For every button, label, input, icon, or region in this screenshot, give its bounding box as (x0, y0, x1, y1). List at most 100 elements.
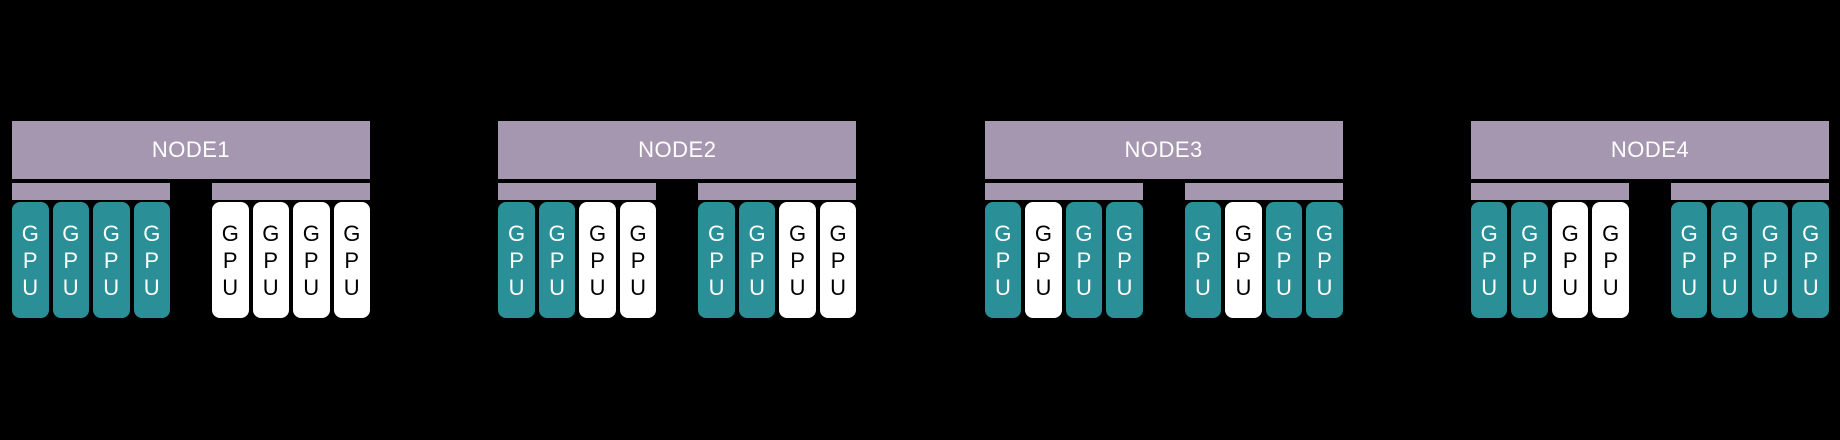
gpu-letter: P (995, 247, 1011, 273)
gpu-letter: G (302, 220, 320, 246)
group-connector-bar (12, 183, 170, 200)
gpu-letter: P (1562, 247, 1578, 273)
gpu-letter: P (1036, 247, 1051, 273)
gpu-letter: G (1275, 220, 1293, 246)
gpu-letter: G (143, 220, 161, 246)
gpu-letter: P (549, 247, 565, 273)
gpu-letter: U (1316, 274, 1333, 300)
gpu-letter: U (789, 274, 806, 300)
group-connector-bar (984, 183, 1143, 200)
gpu-letter: G (1234, 220, 1252, 246)
gpu-letter: G (62, 220, 80, 246)
gpu-letter: U (1602, 274, 1619, 300)
gpu-letter: G (548, 220, 566, 246)
gpu-letter: U (749, 274, 766, 300)
gpu-letter: P (790, 247, 805, 273)
gpu-letter: P (103, 247, 119, 273)
gpu-letter: P (1762, 247, 1778, 273)
gpu-letter: P (709, 247, 724, 273)
gpu-letter: U (1035, 274, 1052, 300)
gpu-letter: P (1722, 247, 1738, 273)
gpu-letter: P (1117, 247, 1132, 273)
gpu-letter: P (509, 247, 524, 273)
gpu-letter: P (303, 247, 319, 273)
gpu-letter: P (1803, 247, 1819, 273)
gpu-letter: G (262, 220, 280, 246)
gpu-letter: G (1075, 220, 1093, 246)
gpu-letter: G (102, 220, 120, 246)
gpu-letter: P (22, 247, 38, 273)
group-connector-bar (698, 183, 857, 200)
gpu-letter: G (629, 220, 647, 246)
gpu-letter: P (1481, 247, 1497, 273)
gpu-letter: U (1275, 274, 1292, 300)
gpu-letter: U (22, 274, 39, 300)
gpu-letter: U (994, 274, 1011, 300)
node-header: NODE4 (1470, 121, 1829, 179)
gpu-letter: U (303, 274, 320, 300)
gpu-letter: U (103, 274, 120, 300)
gpu-letter: G (221, 220, 239, 246)
gpu-letter: P (144, 247, 160, 273)
gpu-letter: P (1236, 247, 1251, 273)
gpu-letter: P (1681, 247, 1697, 273)
gpu-letter: G (748, 220, 766, 246)
gpu-letter: P (1317, 247, 1332, 273)
node-header: NODE1 (12, 121, 370, 179)
gpu-letter: U (708, 274, 725, 300)
gpu-letter: G (1194, 220, 1212, 246)
gpu-letter: U (1721, 274, 1738, 300)
gpu-letter: G (1521, 220, 1539, 246)
gpu-letter: U (1562, 274, 1579, 300)
node-header: NODE2 (498, 121, 857, 179)
group-connector-bar (1670, 183, 1829, 200)
gpu-letter: G (1115, 220, 1133, 246)
gpu-letter: U (262, 274, 279, 300)
gpu-letter: P (63, 247, 79, 273)
gpu-letter: U (830, 274, 847, 300)
